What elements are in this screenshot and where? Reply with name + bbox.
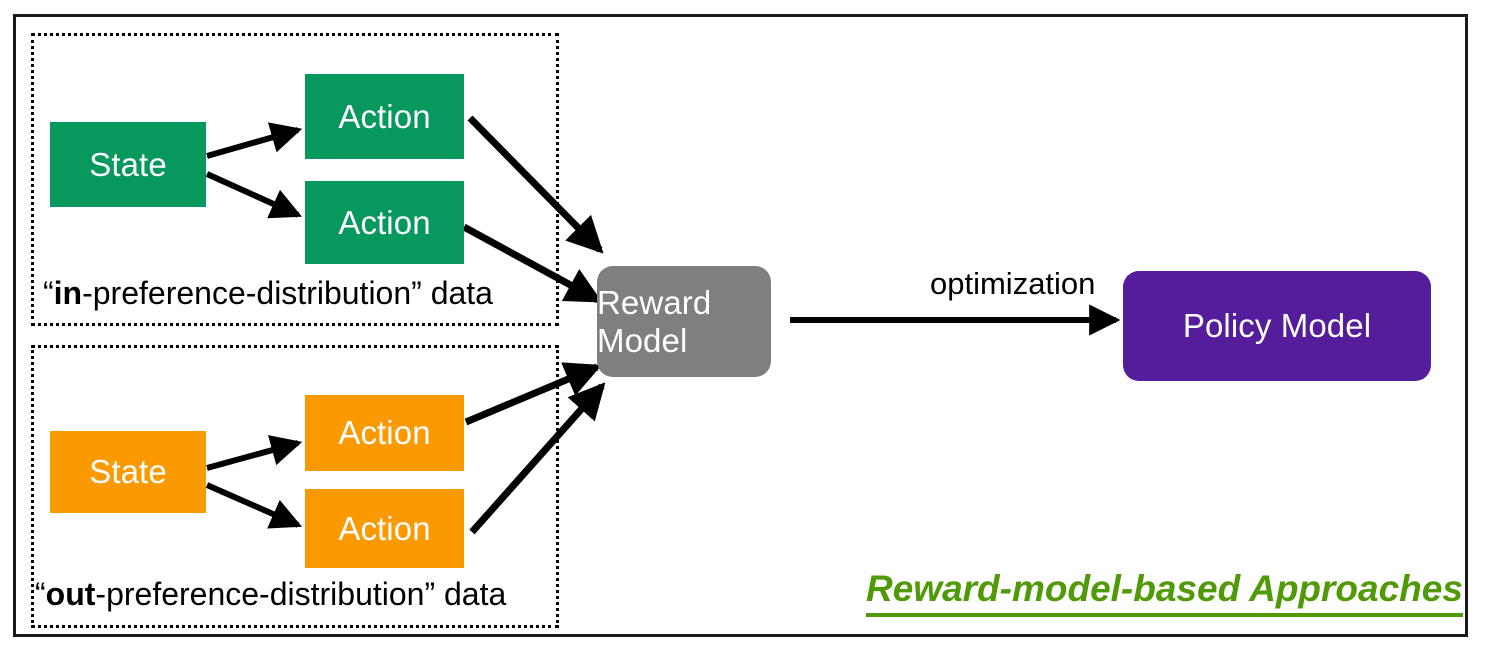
node-out-state-label: State <box>89 453 167 490</box>
node-out-action-2-label: Action <box>338 509 431 547</box>
caption-in-bold: in <box>53 275 83 311</box>
node-in-state[interactable]: State <box>50 122 206 207</box>
caption-out-bold: out <box>45 576 96 612</box>
node-in-action-1-label: Action <box>338 97 431 135</box>
node-out-state[interactable]: State <box>50 431 206 513</box>
node-in-action-2-label: Action <box>338 203 431 241</box>
node-policy-model-label: Policy Model <box>1182 307 1372 344</box>
caption-in-rest: -preference-distribution” data <box>82 275 493 311</box>
caption-in-preference-distribution: “in-preference-distribution” data <box>43 277 493 309</box>
node-out-action-2[interactable]: Action <box>305 489 464 568</box>
caption-out-rest: -preference-distribution” data <box>95 576 507 612</box>
caption-in-quote: “ <box>43 275 54 311</box>
node-in-state-label: State <box>89 145 167 183</box>
node-out-action-1[interactable]: Action <box>305 395 464 471</box>
node-in-action-2[interactable]: Action <box>305 181 464 264</box>
caption-out-quote: “ <box>35 576 46 612</box>
node-reward-model-label: Reward Model <box>597 283 712 359</box>
node-reward-model[interactable]: Reward Model <box>597 266 771 377</box>
node-policy-model[interactable]: Policy Model <box>1123 271 1431 381</box>
caption-out-preference-distribution: “out-preference-distribution” data <box>35 578 506 610</box>
node-in-action-1[interactable]: Action <box>305 74 464 159</box>
edge-label-optimization: optimization <box>930 266 1096 301</box>
node-out-action-1-label: Action <box>338 414 431 451</box>
figure-title: Reward-model-based Approaches <box>866 568 1463 617</box>
